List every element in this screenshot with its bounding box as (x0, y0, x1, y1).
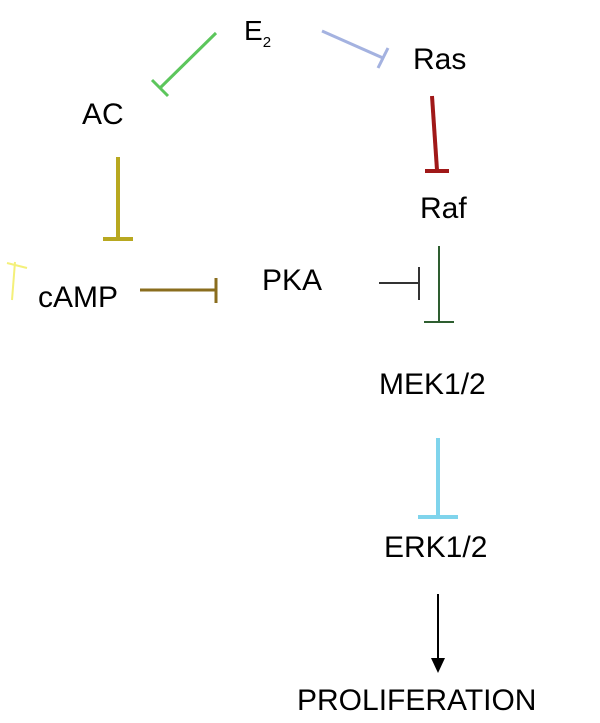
node-e2-subscript: 2 (263, 34, 271, 51)
node-pka: PKA (262, 264, 322, 297)
edge-camp-pka-inhibition (140, 278, 218, 303)
node-erk: ERK1/2 (384, 531, 487, 564)
edge-faint-camp-inhibition (6, 261, 28, 301)
edge-e2-ac-inhibition (150, 31, 218, 98)
node-raf: Raf (420, 192, 467, 225)
edge-ras-raf-inhibition (425, 95, 449, 173)
node-camp: cAMP (38, 281, 118, 314)
node-ras: Ras (413, 43, 466, 76)
node-ac: AC (82, 98, 124, 131)
edge-e2-ras-inhibition (321, 29, 390, 69)
edge-pka-raf-mek-inhibition (379, 267, 420, 300)
node-proliferation: PROLIFERATION (297, 684, 536, 717)
edge-raf-mek-inhibition (424, 246, 454, 323)
arrowhead-icon (431, 658, 445, 673)
node-e2-label: E (244, 15, 263, 46)
edge-mek-erk-inhibition (418, 438, 458, 519)
edge-ac-camp-inhibition (103, 157, 133, 241)
node-mek: MEK1/2 (379, 368, 486, 401)
node-e2: E2 (244, 15, 271, 51)
